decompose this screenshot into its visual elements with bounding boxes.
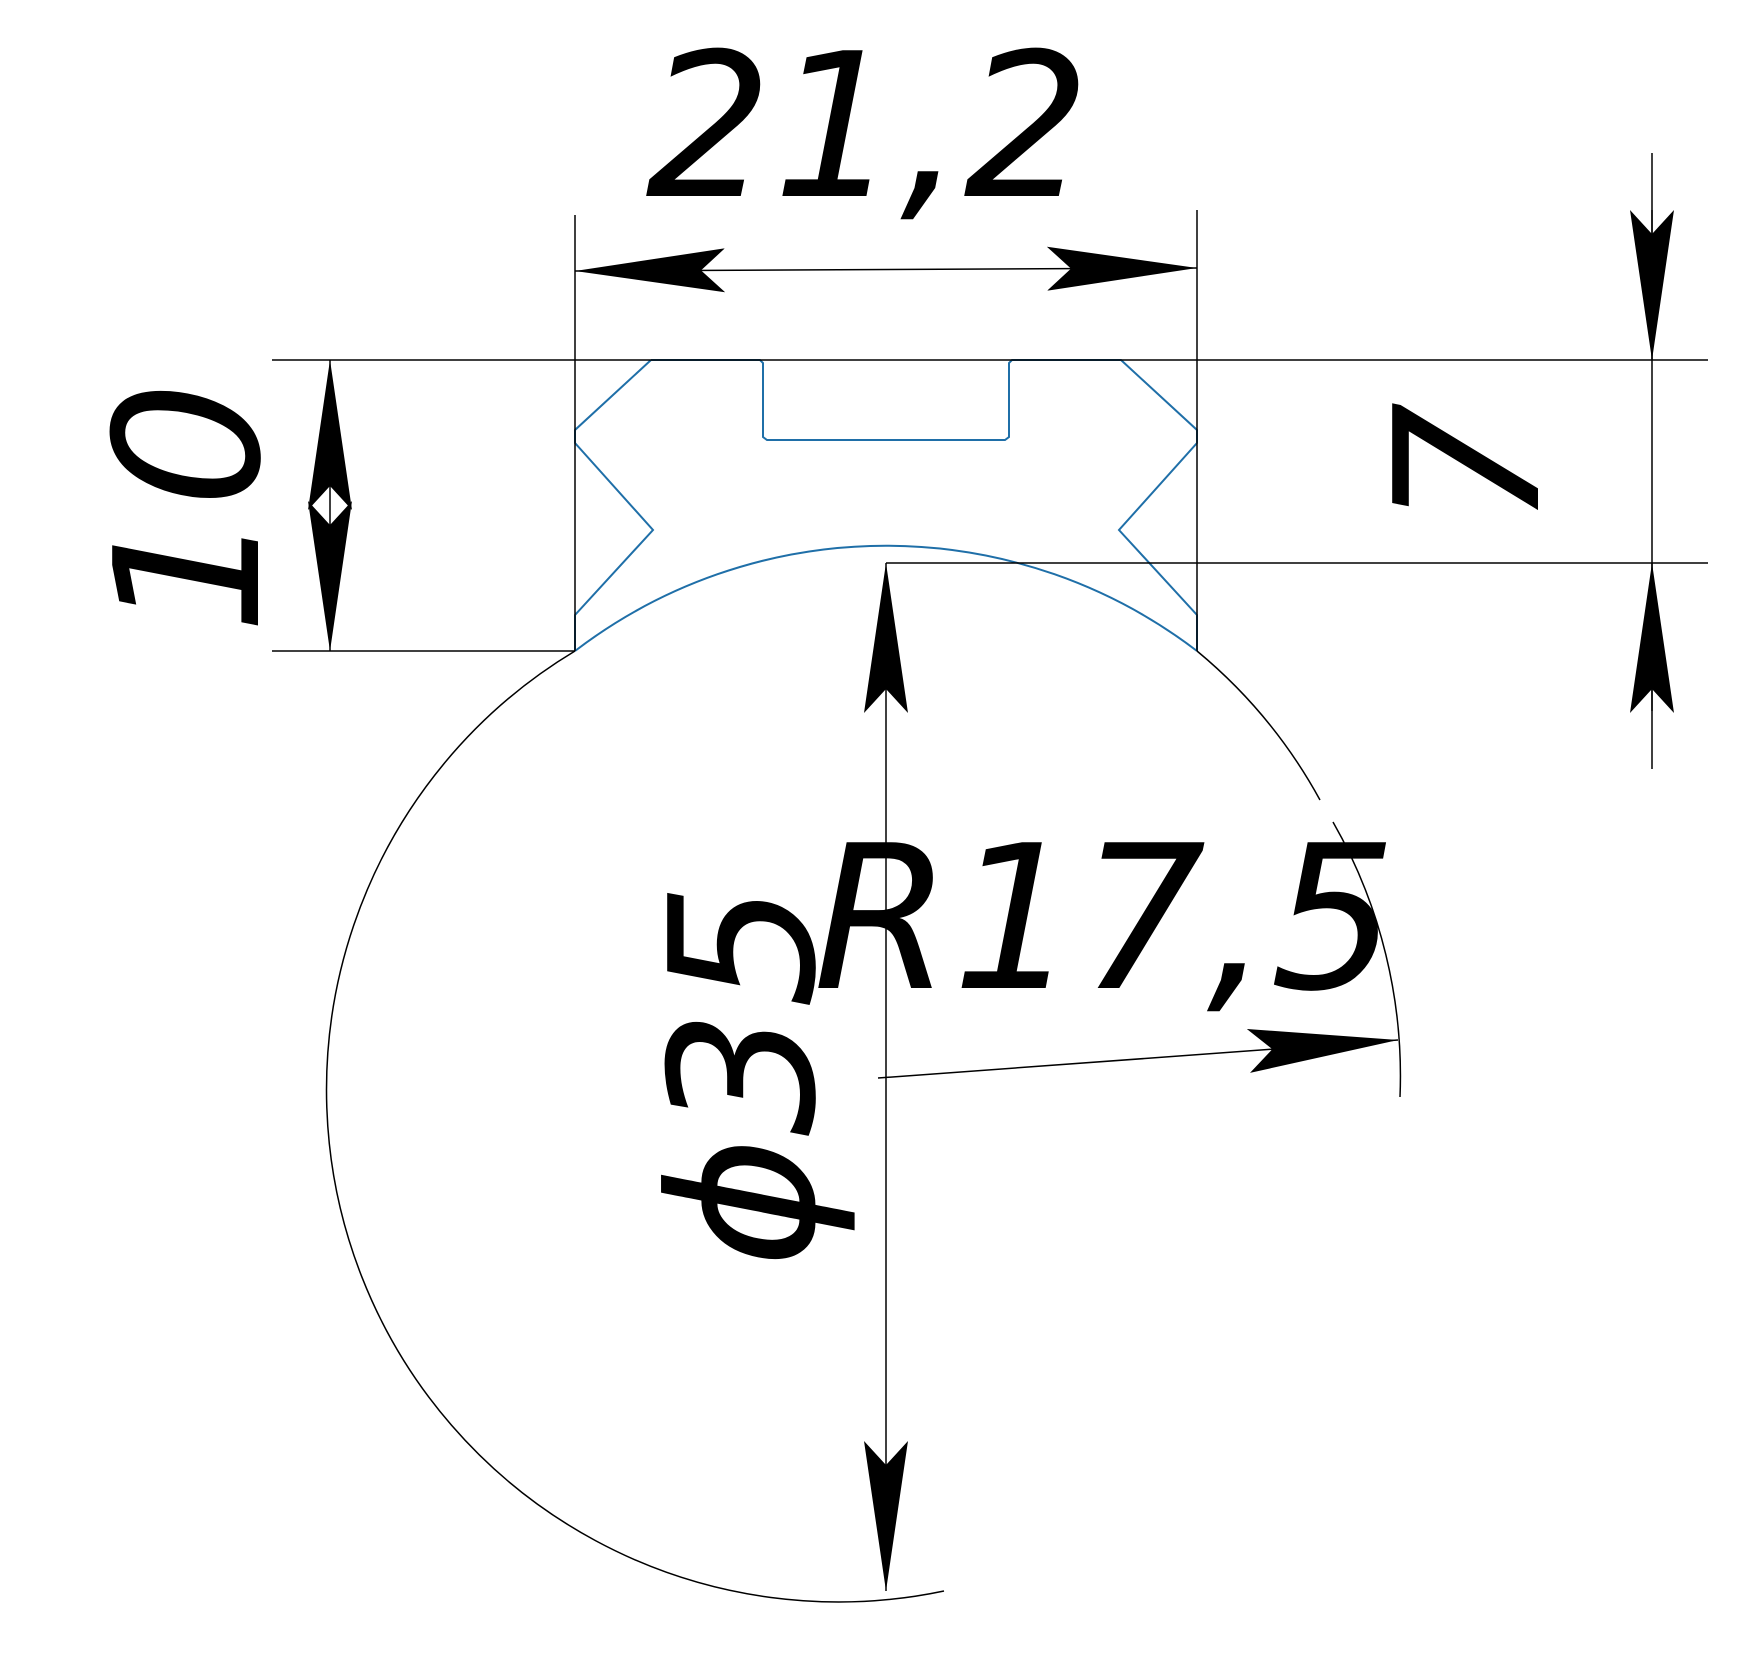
depth-label: 7: [1353, 401, 1586, 528]
diameter-label: ϕ35: [628, 882, 861, 1268]
width-dimension-line: [574, 246, 1198, 293]
dimension-labels: 21,2 10 7 R17,5 ϕ35: [73, 11, 1586, 1268]
radius-dimension-line: [877, 1028, 1399, 1079]
circle-outline: [325, 650, 1402, 1603]
circle-top-arc: [574, 544, 1198, 652]
height-label: 10: [73, 381, 306, 636]
width-label: 21,2: [645, 11, 1090, 244]
dimension-lines: [308, 210, 1674, 1591]
radius-label: R17,5: [813, 803, 1397, 1036]
